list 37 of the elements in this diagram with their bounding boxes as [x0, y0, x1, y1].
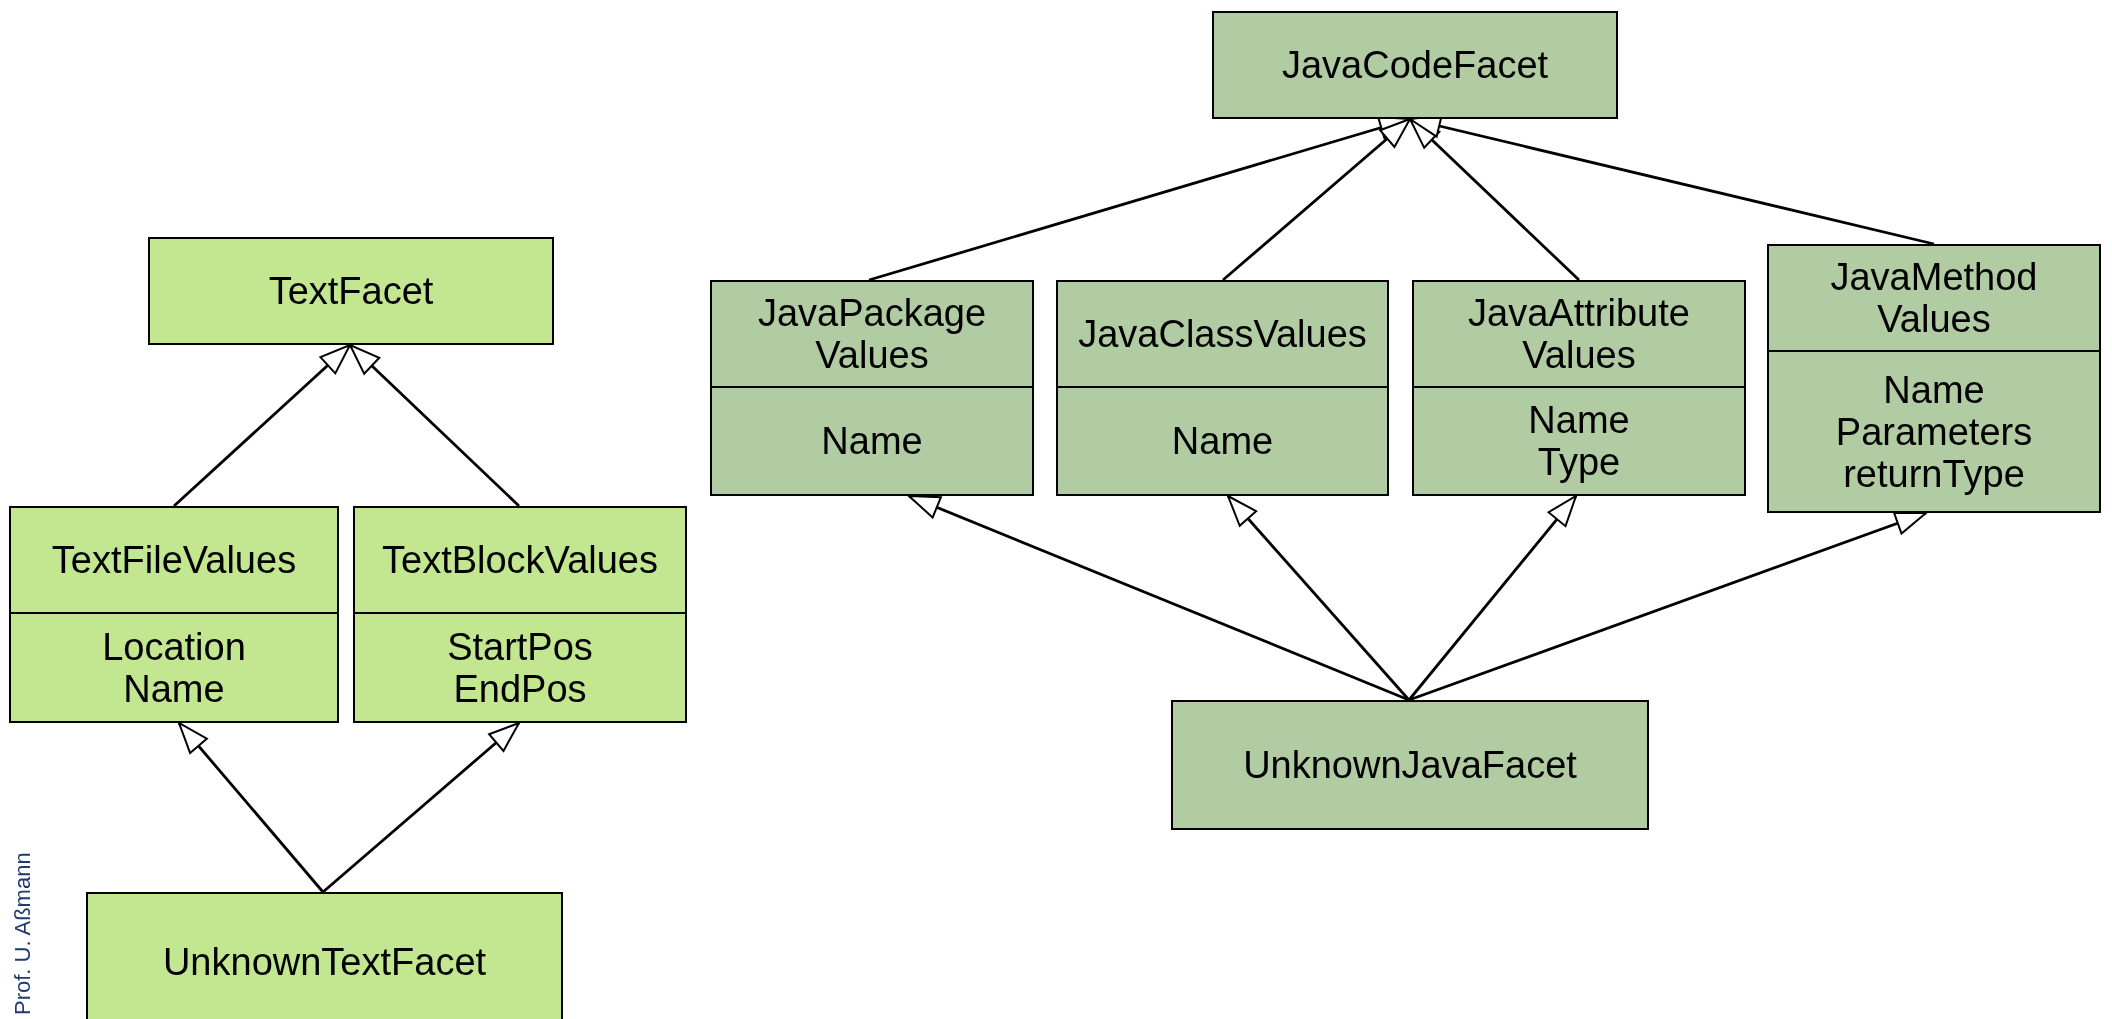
class-attributes: Name Type: [1528, 399, 1630, 483]
class-name: JavaAttribute Values: [1468, 292, 1690, 376]
class-name: UnknownTextFacet: [162, 941, 487, 983]
class-name: JavaMethod Values: [1830, 256, 2038, 340]
class-box: [1056, 280, 1389, 496]
inheritance-arrow: [908, 494, 1410, 702]
inheritance-arrow: [1222, 117, 1411, 282]
inheritance-arrow: [1407, 495, 1578, 701]
class-attributes: Name: [1171, 420, 1274, 462]
class-name: JavaPackage Values: [757, 292, 987, 376]
inheritance-arrow: [1409, 118, 1580, 281]
class-attributes: Location Name: [102, 625, 246, 710]
class-box: [1767, 244, 2101, 513]
class-name: TextFileValues: [51, 539, 297, 581]
class-name: TextBlockValues: [382, 539, 658, 581]
class-box: [1212, 11, 1618, 119]
author-credit: Prof. U. Aßmann: [10, 852, 36, 1015]
inheritance-arrow: [349, 344, 520, 507]
class-name: JavaClassValues: [1078, 313, 1367, 355]
class-box: [86, 892, 563, 1019]
class-attributes: Name: [821, 420, 923, 462]
class-attributes: Name Parameters returnType: [1835, 368, 2033, 495]
inheritance-arrow: [173, 343, 351, 508]
class-name: TextFacet: [268, 270, 434, 312]
class-name: JavaCodeFacet: [1281, 44, 1549, 86]
inheritance-arrow: [177, 722, 325, 893]
class-box: [1412, 280, 1746, 496]
class-box: [148, 237, 554, 345]
inheritance-arrow: [322, 721, 520, 894]
inheritance-arrow: [1226, 495, 1411, 701]
class-box: [1171, 700, 1649, 830]
class-name: UnknownJavaFacet: [1243, 744, 1577, 786]
class-attributes: StartPos EndPos: [447, 625, 593, 710]
inheritance-arrow: [1408, 511, 1927, 702]
class-box: [9, 506, 339, 723]
class-box: [353, 506, 687, 723]
class-box: [710, 280, 1034, 496]
